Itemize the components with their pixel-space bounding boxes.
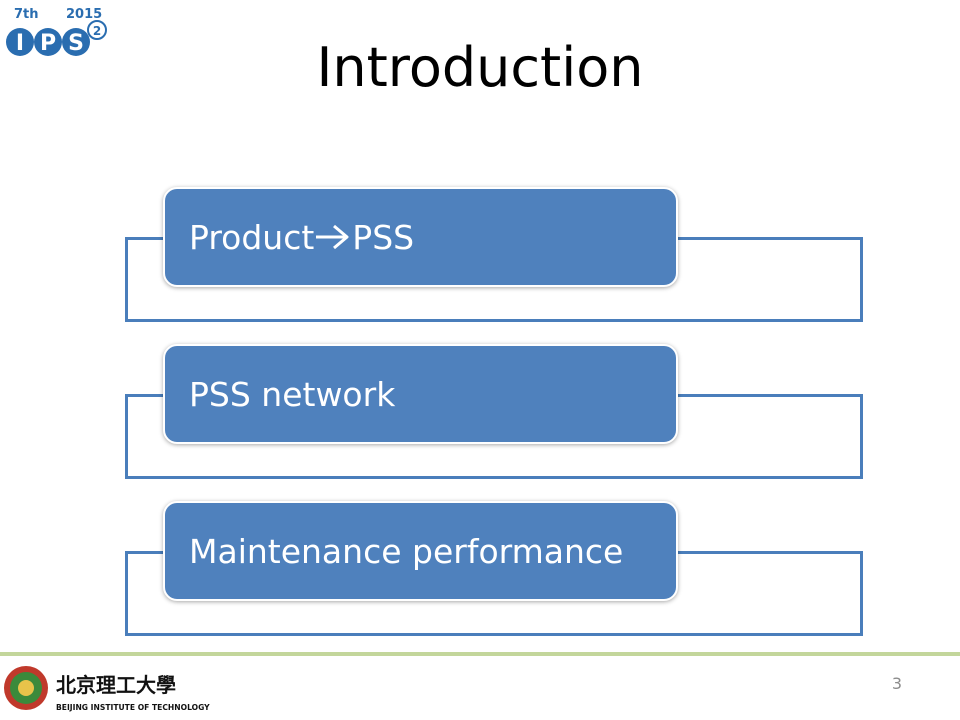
logo-year: 2015 [66,7,102,22]
conference-logo: 7th 2015 I P S 2 [6,4,110,66]
item-1-label: Product [189,217,315,257]
logo-superscript: 7th [14,7,39,22]
item-maintenance-performance[interactable]: Maintenance performance [163,501,678,601]
page-number: 3 [891,674,902,693]
page-title: Introduction [316,36,644,99]
university-name-en: BEIJING INSTITUTE OF TECHNOLOGY [56,703,210,712]
university-logo: 北京理工大學 BEIJING INSTITUTE OF TECHNOLOGY [2,660,212,716]
logo-badge: 2 [93,24,101,38]
university-name-cn: 北京理工大學 [56,673,176,697]
logo-letter-i: I [16,31,24,56]
logo-letter-s: S [68,31,84,56]
right-arrow-icon [314,222,352,252]
logo-letter-p: P [40,31,56,56]
footer-divider [0,652,960,656]
item-3-label: Maintenance performance [189,531,624,571]
item-pss-network[interactable]: PSS network [163,344,678,444]
item-product-pss[interactable]: Product PSS [163,187,678,287]
item-1-label-after: PSS [352,217,415,257]
item-2-label: PSS network [189,374,396,414]
